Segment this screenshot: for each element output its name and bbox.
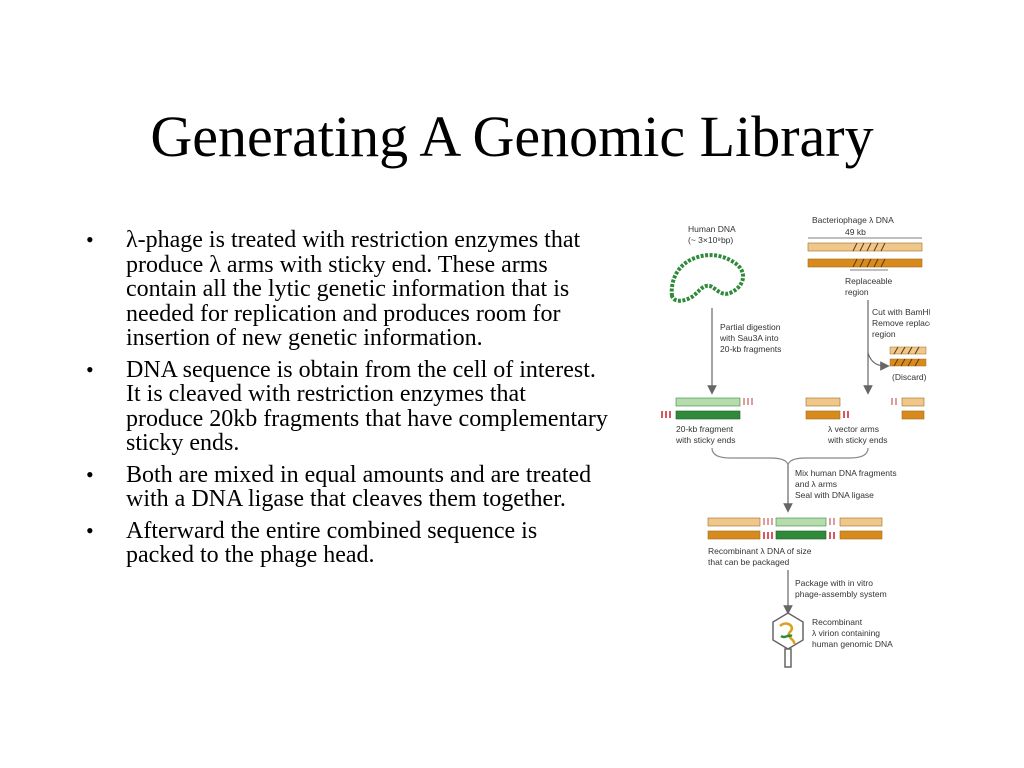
bullet-item: • Afterward the entire combined sequence…	[78, 517, 608, 568]
vector-arm-left-top	[805, 397, 841, 407]
human-dna-size: (~ 3×10⁹bp)	[688, 235, 733, 245]
package-label-2: phage-assembly system	[795, 589, 887, 599]
mix-label-3: Seal with DNA ligase	[795, 490, 874, 500]
replaceable-label: Replaceable	[845, 276, 893, 286]
fragment-label-2: with sticky ends	[675, 435, 736, 445]
bullet-symbol: •	[86, 461, 94, 487]
bullet-text: λ-phage is treated with restriction enzy…	[126, 227, 581, 351]
phage-dna-label: Bacteriophage λ DNA	[812, 215, 894, 225]
fragment-strand-top	[675, 397, 741, 407]
recombinant-label-2: that can be packaged	[708, 557, 790, 567]
genomic-library-diagram: Human DNA (~ 3×10⁹bp) Bacteriophage λ DN…	[640, 208, 930, 678]
recombinant-label: Recombinant λ DNA of size	[708, 546, 812, 556]
virion-label-3: human genomic DNA	[812, 639, 893, 649]
merge-bracket	[711, 447, 869, 467]
cut-label: Cut with BamHI	[872, 307, 930, 317]
fragment-label: 20-kb fragment	[676, 424, 734, 434]
arrow-discard	[867, 352, 890, 371]
bullet-symbol: •	[86, 227, 94, 252]
bullet-text: Both are mixed in equal amounts and are …	[126, 461, 592, 512]
slide-title: Generating A Genomic Library	[150, 104, 874, 169]
recombinant-dna	[707, 517, 883, 540]
partial-digestion-label-2: with Sau3A into	[719, 333, 779, 343]
fragment-strand-bottom	[675, 410, 741, 420]
phage-size-label: 49 kb	[845, 227, 866, 237]
partial-digestion-label: Partial digestion	[720, 322, 781, 332]
discard-strand-top	[889, 346, 927, 355]
bullet-text: Afterward the entire combined sequence i…	[126, 517, 538, 568]
bullet-text: DNA sequence is obtain from the cell of …	[126, 356, 608, 456]
replaceable-label-2: region	[845, 287, 869, 297]
bullet-item: • DNA sequence is obtain from the cell o…	[78, 356, 608, 456]
cut-label-2: Remove replaceable	[872, 318, 930, 328]
virion-label: Recombinant	[812, 617, 863, 627]
discard-label: (Discard)	[892, 372, 927, 382]
vector-arm-right-top	[901, 397, 925, 407]
mix-label: Mix human DNA fragments	[795, 468, 897, 478]
package-label: Package with in vitro	[795, 578, 873, 588]
hatch-marks	[852, 242, 886, 268]
bullet-symbol: •	[86, 517, 94, 543]
bullet-item: • λ-phage is treated with restriction en…	[78, 227, 608, 351]
discard-strand-bottom	[889, 358, 927, 367]
phage-strand-top	[807, 242, 923, 252]
partial-digestion-label-3: 20-kb fragments	[720, 344, 781, 354]
cut-label-3: region	[872, 329, 896, 339]
vector-arm-left-bottom	[805, 410, 841, 420]
phage-strand-bottom	[807, 258, 923, 268]
vector-arm-right-bottom	[901, 410, 925, 420]
phage-virion-icon	[772, 612, 804, 668]
virion-label-2: λ virion containing	[812, 628, 880, 638]
bullet-list: • λ-phage is treated with restriction en…	[78, 227, 608, 575]
vector-arms-label-2: with sticky ends	[827, 435, 888, 445]
fragment-ticks	[661, 398, 753, 418]
human-dna-label: Human DNA	[688, 224, 736, 234]
human-dna-strand-icon	[669, 253, 745, 303]
mix-label-2: and λ arms	[795, 479, 837, 489]
bullet-item: • Both are mixed in equal amounts and ar…	[78, 461, 608, 512]
bullet-symbol: •	[86, 356, 94, 382]
vector-arms-label: λ vector arms	[828, 424, 879, 434]
